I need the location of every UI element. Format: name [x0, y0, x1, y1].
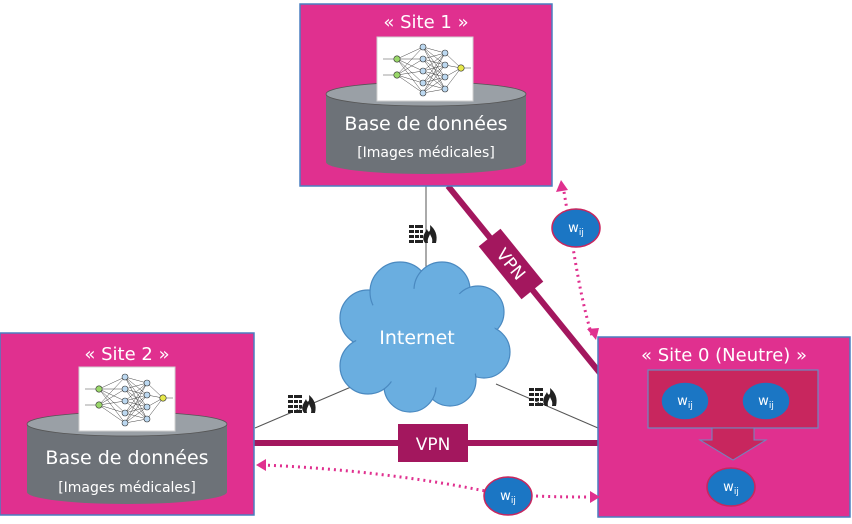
site1-title: « Site 1 »	[383, 12, 468, 33]
svg-text:wij: wij	[723, 480, 739, 497]
weight-exchange-site1-site0	[561, 185, 594, 337]
svg-text:wij: wij	[568, 221, 584, 238]
weight-site1-transfer: wij	[551, 208, 601, 248]
site1-db-title: Base de données	[344, 113, 507, 135]
weight-site2-transfer: wij	[483, 476, 533, 516]
svg-text:wij: wij	[500, 489, 516, 506]
site0-aggregated-weight: wij	[706, 467, 756, 507]
site2-database-icon	[26, 411, 228, 504]
svg-text:wij: wij	[758, 394, 774, 411]
site2-title: « Site 2 »	[84, 344, 169, 365]
site2-db-title: Base de données	[45, 447, 208, 469]
site1-neural-network-icon	[376, 36, 474, 102]
site0-weight-2: wij	[741, 381, 791, 421]
site0-title: « Site 0 (Neutre) »	[641, 345, 807, 366]
cloud-icon	[339, 261, 511, 413]
vpn-badge-horizontal	[398, 424, 468, 462]
site0-weight-1: wij	[660, 381, 710, 421]
svg-text:wij: wij	[677, 394, 693, 411]
weight-exchange-site2-site0	[261, 463, 595, 499]
internet-label: Internet	[379, 327, 454, 349]
vpn-label: VPN	[416, 435, 451, 455]
site1-db-subtitle: [Images médicales]	[357, 145, 495, 161]
site2-neural-network-icon	[78, 366, 176, 432]
site2-db-subtitle: [Images médicales]	[58, 480, 196, 496]
aggregation-arrow	[698, 427, 768, 461]
firewall-icon	[288, 395, 316, 413]
firewall-icon	[409, 225, 437, 243]
link-site0-internet	[495, 383, 599, 429]
firewall-icon	[529, 388, 557, 406]
